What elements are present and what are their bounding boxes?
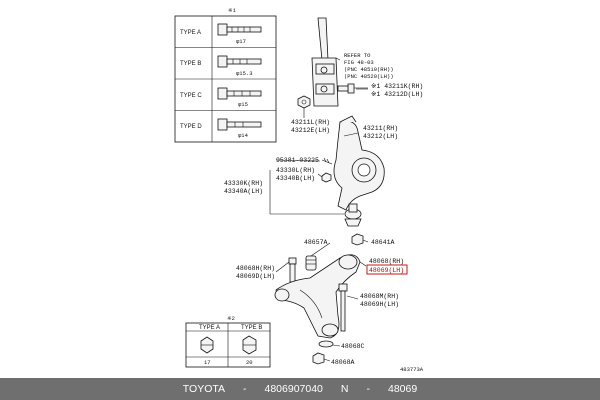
label-48657a: 48657A (304, 239, 328, 246)
bottom-type-a-label: TYPE A (199, 325, 220, 331)
label-48068c: 48068C (341, 343, 365, 350)
long-bolt-48068m-drawing (338, 283, 348, 332)
label-43212d: ※1 43212D(LH) (371, 91, 423, 98)
strut-assembly-drawing (311, 17, 339, 107)
bolt-icon (217, 118, 262, 131)
dust-cover-screw-drawing (321, 157, 333, 165)
figure-code: 483773A (400, 366, 424, 373)
label-43211k: ※1 43211K(RH) (371, 83, 423, 90)
lower-control-arm-drawing (274, 254, 361, 339)
type-row-a: TYPE A φ17 (180, 23, 262, 45)
label-43212e: 43212E(LH) (291, 127, 330, 134)
type-d-dim: φ14 (238, 132, 249, 139)
label-43211: 43211(RH) (363, 125, 398, 132)
type-a-label: TYPE A (180, 30, 201, 36)
footer-part-number: 48069 (388, 383, 418, 395)
bolt-icon (217, 55, 262, 68)
refer-label-4: (PNC 48520(LH)) (344, 73, 394, 80)
label-48069d: 48069D(LH) (236, 273, 275, 280)
type-c-dim: φ15 (238, 101, 248, 108)
type-table-top-marker: ※1 (228, 7, 237, 14)
type-d-label: TYPE D (180, 124, 202, 130)
bolt-icon (217, 87, 262, 100)
footer-brand: TOYOTA (182, 383, 225, 395)
label-48641a: 48641A (371, 239, 395, 246)
footer-bar: TOYOTA - 4806907040 N - 48069 (0, 378, 600, 400)
type-b-label: TYPE B (180, 61, 201, 67)
highlight-box (366, 264, 408, 275)
label-43211l: 43211L(RH) (291, 119, 330, 126)
strut-bolt-drawing (337, 83, 368, 94)
type-row-b: TYPE B φ15.3 (180, 55, 262, 77)
label-43330k: 43330K(RH) (224, 180, 263, 187)
ball-joint-drawing (344, 203, 362, 227)
type-table-bottom: ※2 TYPE A TYPE B 17 20 (185, 315, 271, 368)
type-a-dim: φ17 (236, 38, 246, 45)
label-48068a: 48068A (331, 359, 355, 366)
bottom-type-b-value: 20 (246, 359, 253, 366)
label-48068h: 48068H(RH) (236, 265, 275, 272)
nut-drawing (321, 172, 332, 183)
refer-label-1: REFER TO (344, 52, 371, 59)
footer-separator: - (366, 383, 371, 395)
footer-oem-number: 4806907040 (264, 383, 323, 395)
bolt-icon (217, 23, 262, 36)
type-table-top: ※1 TYPE A φ17 TYPE B φ15.3 (174, 7, 277, 143)
washer-48068c-drawing (318, 340, 334, 348)
label-95381: 95381-03225 (276, 157, 319, 164)
nut-48068a-drawing (312, 352, 325, 365)
label-48068: 48068(RH) (369, 258, 404, 265)
label-48069h: 48069H(LH) (360, 301, 399, 308)
refer-label-2: FIG 48-03 (344, 59, 374, 66)
footer-spacer: N (340, 383, 349, 395)
part-labels: REFER TO FIG 48-03 (PNC 48510(RH)) (PNC … (224, 52, 424, 373)
bottom-type-b-label: TYPE B (241, 325, 262, 331)
footer-separator: - (243, 383, 247, 395)
label-43212: 43212(LH) (363, 133, 398, 140)
label-43340b: 43340B(LH) (276, 175, 315, 182)
type-row-c: TYPE C φ15 (180, 87, 262, 108)
bottom-type-a-value: 17 (204, 359, 211, 366)
type-b-dim: φ15.3 (236, 70, 253, 77)
leader-lines (269, 57, 369, 362)
type-c-label: TYPE C (180, 93, 202, 99)
bushing-48657a-drawing (305, 255, 317, 271)
strut-nut-drawing (297, 95, 311, 109)
type-row-d: TYPE D φ14 (180, 118, 262, 139)
label-48068m: 48068M(RH) (360, 293, 399, 300)
refer-label-3: (PNC 48510(RH)) (344, 66, 394, 73)
nut-icon (242, 335, 257, 355)
label-43330l: 43330L(RH) (276, 167, 315, 174)
label-43340a: 43340A(LH) (224, 188, 263, 195)
nut-icon (200, 336, 214, 354)
type-table-bottom-marker: ※2 (227, 315, 235, 322)
nut-48641a-drawing (351, 233, 364, 246)
label-48069-highlighted: 48069(LH) (369, 267, 404, 274)
steering-knuckle-drawing (333, 115, 385, 211)
bolt-48068h-drawing (288, 257, 297, 283)
